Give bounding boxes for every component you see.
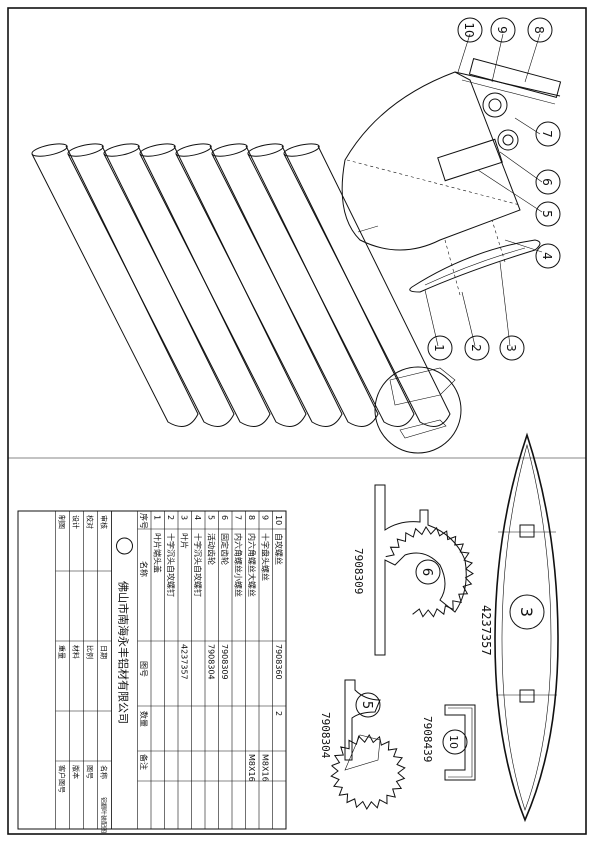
right-label: 图号 (86, 765, 94, 779)
sign-label: 设计 (72, 515, 81, 529)
profile-channel: 10 7908439 (421, 704, 476, 781)
profile-blade-section: 3 4237357 (479, 432, 559, 823)
part-name: 十字沉头自攻螺钉 (193, 533, 203, 597)
part-code: 7908360 (274, 644, 283, 680)
profile-moving-gear: 5 7908304 (319, 679, 406, 810)
part-code: 7908309 (220, 644, 229, 680)
louver-blade (175, 143, 343, 427)
balloon-2: 2 (464, 335, 490, 361)
company-logo (116, 537, 133, 555)
svg-text:2: 2 (469, 344, 483, 352)
part-name: 叶片 (180, 533, 190, 549)
table-header-code: 图号 (139, 661, 148, 677)
part-remark: M8X16 (247, 754, 256, 782)
svg-text:1: 1 (432, 344, 446, 352)
svg-text:9: 9 (495, 26, 509, 34)
part-code: 4237357 (180, 644, 189, 680)
part-code: 7908304 (207, 644, 216, 680)
svg-text:5: 5 (540, 210, 554, 218)
sign-label: 制图 (58, 515, 67, 529)
part-name: 内六角螺丝大螺丝 (247, 533, 257, 597)
svg-text:10: 10 (447, 735, 460, 749)
svg-text:5: 5 (359, 701, 374, 709)
part-no: 2 (166, 515, 175, 520)
sign-label: 校对 (86, 515, 95, 529)
part-name: 十字盘头螺丝 (261, 533, 271, 581)
louver-blades (31, 143, 451, 427)
part-no: 7 (234, 515, 243, 520)
svg-text:7908304: 7908304 (319, 712, 332, 759)
drawing-title: 铝翻叶装配图 (100, 797, 108, 833)
sign2-label: 比例 (86, 645, 95, 659)
svg-text:6: 6 (540, 178, 554, 186)
part-qty: 2 (274, 711, 283, 716)
louver-blade (139, 143, 307, 427)
end-cap (409, 219, 541, 296)
louver-blade (247, 143, 415, 427)
part-name: 自攻螺丝 (274, 533, 284, 565)
part-no: 10 (274, 515, 283, 525)
svg-text:6: 6 (419, 568, 434, 576)
balloon-8: 8 (527, 17, 553, 43)
louver-blade (283, 143, 451, 427)
part-no: 5 (207, 515, 216, 520)
sign2-label: 材料 (72, 645, 81, 659)
parts-list-table: 10 自攻螺丝 7908360 2 9 十字盘头螺丝 M8X16 8 内六角螺丝大螺丝 M8X16… (17, 510, 287, 833)
svg-text:3: 3 (504, 344, 518, 352)
detail-circle (374, 366, 462, 454)
louver-blade (103, 143, 271, 427)
sign2-label: 重量 (58, 645, 66, 659)
balloon-3: 3 (499, 335, 525, 361)
drawing-frame (7, 7, 587, 835)
table-header-remark: 备注 (139, 754, 149, 770)
balloon-9: 9 (490, 17, 516, 43)
svg-text:4: 4 (540, 252, 554, 260)
svg-text:7908439: 7908439 (421, 716, 434, 762)
sign-label: 审核 (100, 515, 109, 529)
louver-blade (211, 143, 379, 427)
svg-text:4237357: 4237357 (479, 605, 493, 656)
company-name: 佛山市南海永丰铝材有限公司 (117, 581, 131, 724)
balloon-6: 6 (535, 169, 561, 195)
part-name: 活动齿轮 (207, 533, 217, 565)
balloon-7: 7 (535, 121, 561, 147)
part-remark: M8X16 (261, 754, 270, 782)
part-no: 1 (153, 515, 162, 520)
balloon-10: 10 (457, 17, 483, 43)
svg-text:10: 10 (462, 22, 476, 37)
part-no: 9 (261, 515, 270, 520)
svg-text:7: 7 (540, 130, 554, 138)
svg-text:8: 8 (532, 26, 546, 34)
balloon-5: 5 (535, 201, 561, 227)
louver-blade (67, 143, 235, 427)
sign2-label: 日期 (100, 645, 108, 659)
part-name: 固定齿轮 (220, 533, 230, 565)
gear-6-teeth (385, 526, 474, 618)
gear-assembly (437, 58, 562, 182)
gear-5-teeth (330, 734, 406, 810)
table-header-no: 序号 (139, 513, 149, 529)
leader-lines (424, 33, 543, 347)
part-name: 内六角螺丝小螺丝 (234, 533, 244, 597)
part-no: 3 (180, 515, 189, 520)
right-label: 客户图号 (58, 765, 67, 793)
part-name: 叶片端头盖 (153, 533, 163, 573)
right-label: 版本 (72, 765, 81, 779)
table-header-qty: 数量 (139, 711, 149, 727)
svg-text:7908309: 7908309 (352, 548, 365, 594)
balloon-4: 4 (535, 243, 561, 269)
part-no: 8 (247, 515, 256, 520)
svg-text:3: 3 (517, 607, 536, 617)
part-no: 4 (193, 515, 202, 520)
table-header-name: 名称 (139, 561, 149, 577)
profile-fixed-gear: 6 7908309 (352, 484, 474, 656)
part-name: 十字沉头自攻螺钉 (166, 533, 176, 597)
arc-bracket (341, 71, 521, 251)
part-no: 6 (220, 515, 229, 520)
louver-blade (31, 143, 199, 427)
right-label: 名称 (100, 765, 109, 779)
balloon-1: 1 (427, 335, 453, 361)
